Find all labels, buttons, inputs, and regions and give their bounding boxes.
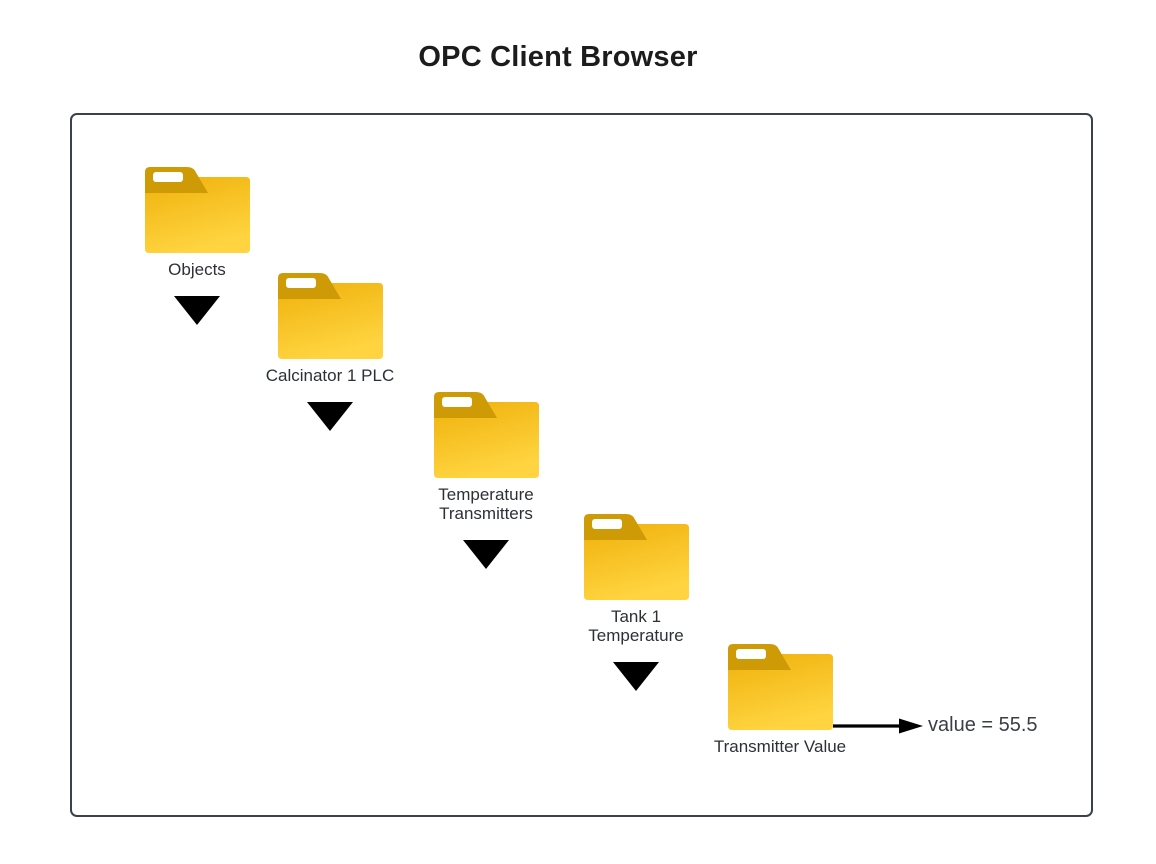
- node-label-line: Objects: [168, 260, 226, 279]
- node-label-line: Calcinator 1 PLC: [265, 366, 395, 385]
- folder-icon[interactable]: [277, 273, 383, 359]
- tree-node-objects[interactable]: Objects: [107, 167, 287, 325]
- value-readout: value = 55.5: [928, 714, 1038, 736]
- tree-node-tank-1-temperature[interactable]: Tank 1 Temperature: [546, 514, 726, 691]
- triangle-down-icon[interactable]: [463, 540, 509, 569]
- node-label-line: Temperature: [588, 626, 684, 645]
- folder-icon[interactable]: [144, 167, 250, 253]
- node-label: Transmitter Value: [714, 737, 846, 756]
- browser-panel: [70, 113, 1093, 817]
- triangle-down-icon[interactable]: [307, 402, 353, 431]
- folder-icon[interactable]: [433, 392, 539, 478]
- node-label: Objects: [168, 260, 226, 279]
- node-label-line: Temperature: [438, 485, 534, 504]
- node-label-line: Transmitter Value: [713, 737, 847, 756]
- triangle-down-icon[interactable]: [613, 662, 659, 691]
- node-label: Temperature Transmitters: [438, 485, 533, 523]
- node-label-line: Tank 1: [610, 607, 662, 626]
- node-label: Tank 1 Temperature: [588, 607, 683, 645]
- node-label: Calcinator 1 PLC: [266, 366, 395, 385]
- tree-node-temperature-transmitters[interactable]: Temperature Transmitters: [396, 392, 576, 569]
- page-title: OPC Client Browser: [418, 41, 698, 73]
- node-label-line: Transmitters: [439, 504, 533, 523]
- tree-node-calcinator-1-plc[interactable]: Calcinator 1 PLC: [240, 273, 420, 431]
- tree-node-transmitter-value[interactable]: Transmitter Value: [690, 644, 870, 756]
- folder-icon[interactable]: [727, 644, 833, 730]
- arrow-right-icon: [833, 718, 923, 734]
- triangle-down-icon[interactable]: [174, 296, 220, 325]
- folder-icon[interactable]: [583, 514, 689, 600]
